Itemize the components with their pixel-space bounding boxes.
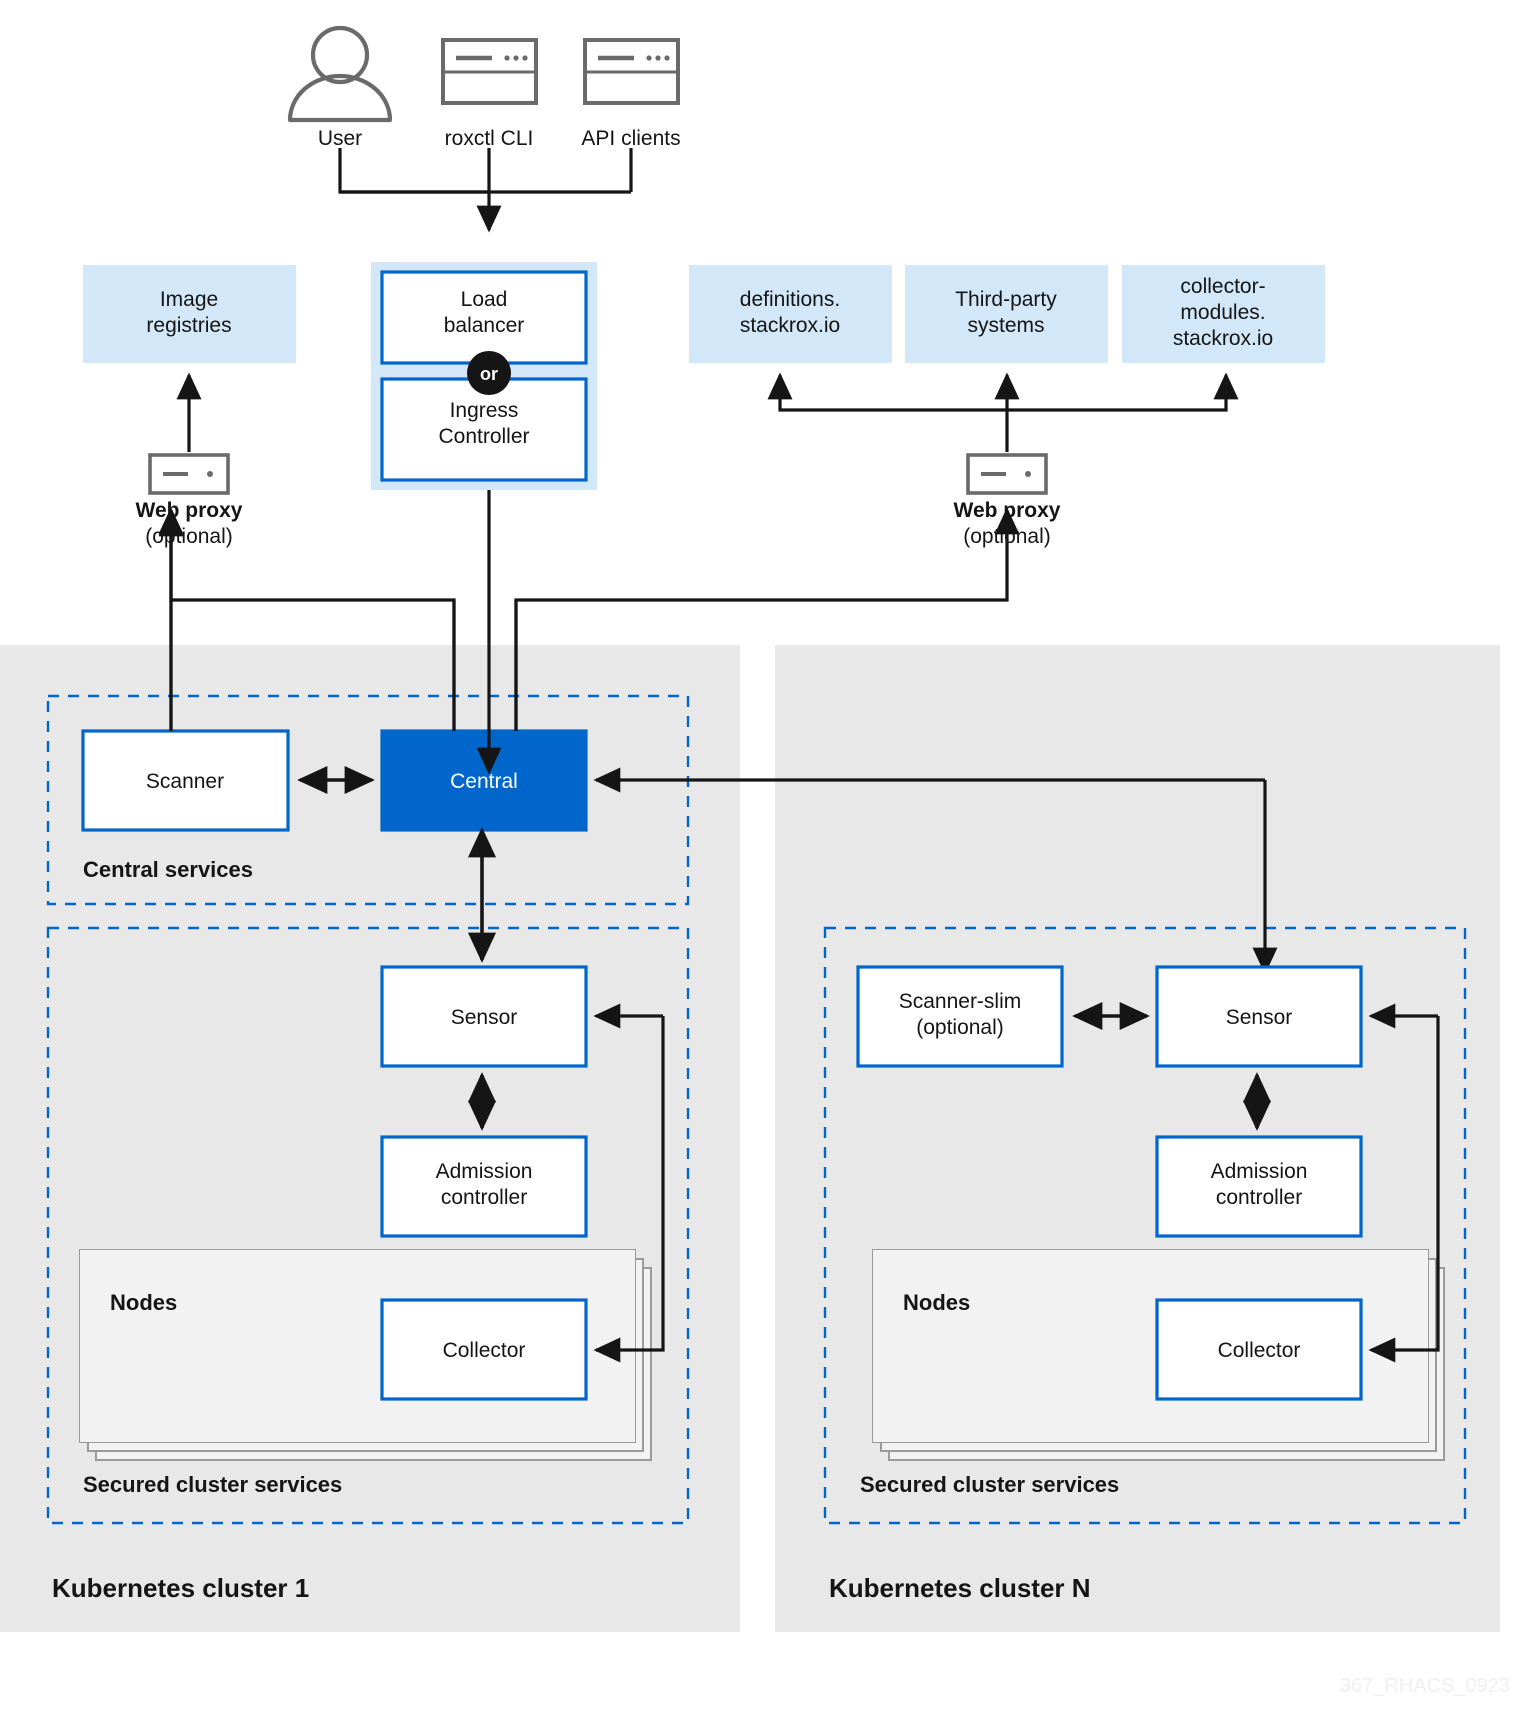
- clusterN-label: Kubernetes cluster N: [829, 1573, 1091, 1603]
- clusterN-admission-label-l1: Admission: [1211, 1160, 1308, 1183]
- cluster1-collector-label: Collector: [443, 1339, 526, 1362]
- image-registries-box: [83, 265, 296, 363]
- central-box: [380, 729, 588, 832]
- web-proxy-right-label-l1: Web proxy: [954, 499, 1061, 522]
- actor-label-api-clients: API clients: [581, 127, 680, 150]
- clusterN-nodes-label: Nodes: [903, 1290, 970, 1315]
- image-registries-label-l2: registries: [146, 314, 231, 337]
- web-proxy-right-label-l2: (optional): [963, 525, 1051, 548]
- person-icon: [287, 25, 393, 123]
- central-services-dashed-box: [46, 694, 690, 906]
- cluster1-secured-zone-label: Secured cluster services: [83, 1472, 342, 1497]
- clusterN-collector-box: [1155, 1298, 1363, 1401]
- clusterN-scanner-slim-box: [856, 965, 1064, 1068]
- collector-modules-label-l3: stackrox.io: [1173, 327, 1273, 350]
- third-party-label-l1: Third-party: [955, 288, 1057, 311]
- central-services-zone-label: Central services: [83, 857, 253, 882]
- ingress-controller-label-l1: Ingress: [450, 399, 519, 422]
- edge-cluster1-collector-sensor: [593, 1003, 665, 1363]
- clusterN-scanner-slim-label-l2: (optional): [916, 1016, 1004, 1039]
- load-balancer-label-l1: Load: [461, 288, 508, 311]
- clusterN-zone-bg: [775, 645, 1500, 1632]
- ingress-controller-label-l2: Controller: [438, 425, 529, 448]
- load-balancer-label-l2: balancer: [444, 314, 525, 337]
- collector-modules-label-l2: modules.: [1180, 301, 1265, 324]
- load-balancer-box: [380, 270, 588, 365]
- cluster1-admission-box: [380, 1135, 588, 1238]
- clusterN-sensor-box: [1155, 965, 1363, 1068]
- cluster1-label: Kubernetes cluster 1: [52, 1573, 309, 1603]
- terminal-window-icon-roxctl: [441, 38, 538, 105]
- clusterN-admission-label-l2: controller: [1216, 1186, 1302, 1209]
- or-badge: [467, 351, 511, 395]
- cluster1-admission-label-l2: controller: [441, 1186, 527, 1209]
- clusterN-scanner-slim-label-l1: Scanner-slim: [899, 990, 1022, 1013]
- cluster1-sensor-box: [380, 965, 588, 1068]
- clusterN-secured-dashed-box: [823, 926, 1467, 1525]
- cluster1-admission-label-l1: Admission: [436, 1160, 533, 1183]
- cluster1-nodes-label: Nodes: [110, 1290, 177, 1315]
- clusterN-secured-zone-label: Secured cluster services: [860, 1472, 1119, 1497]
- cluster1-collector-box: [380, 1298, 588, 1401]
- edge-proxyright-fan: [767, 372, 1239, 452]
- proxy-server-icon-left: [148, 453, 230, 495]
- cluster1-sensor-label: Sensor: [451, 1006, 518, 1029]
- definitions-box: [689, 265, 892, 363]
- third-party-box: [905, 265, 1108, 363]
- clusterN-admission-box: [1155, 1135, 1363, 1238]
- scanner-box: [81, 729, 290, 832]
- scanner-label: Scanner: [146, 770, 224, 793]
- definitions-label-l1: definitions.: [740, 288, 840, 311]
- central-label: Central: [450, 770, 518, 793]
- cluster1-secured-dashed-box: [46, 926, 690, 1525]
- actor-label-user: User: [318, 127, 362, 150]
- proxy-server-icon-right: [966, 453, 1048, 495]
- actor-label-roxctl: roxctl CLI: [445, 127, 534, 150]
- collector-modules-box: [1122, 265, 1325, 363]
- web-proxy-left-label-l1: Web proxy: [136, 499, 243, 522]
- edge-clusterN-collector-sensor: [1368, 1003, 1440, 1363]
- web-proxy-left-label-l2: (optional): [145, 525, 233, 548]
- actors-to-ingress-connector: [338, 148, 633, 233]
- or-badge-label: or: [480, 364, 498, 384]
- third-party-label-l2: systems: [967, 314, 1044, 337]
- image-registries-label-l1: Image: [160, 288, 218, 311]
- terminal-window-icon-api: [583, 38, 680, 105]
- collector-modules-label-l1: collector-: [1180, 275, 1265, 298]
- watermark: 367_RHACS_0923: [1340, 1675, 1510, 1697]
- clusterN-sensor-label: Sensor: [1226, 1006, 1293, 1029]
- definitions-label-l2: stackrox.io: [740, 314, 840, 337]
- clusterN-collector-label: Collector: [1218, 1339, 1301, 1362]
